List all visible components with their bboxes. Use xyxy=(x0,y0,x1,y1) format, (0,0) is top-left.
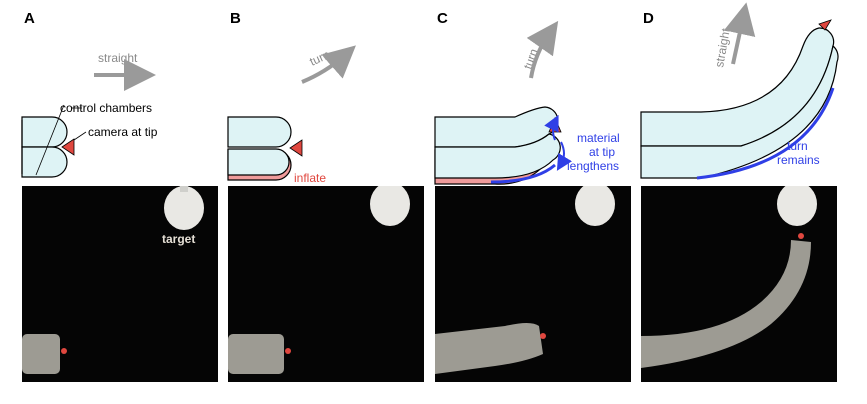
grey-arrow-icon xyxy=(301,45,356,84)
annotation-turn: turn xyxy=(787,139,808,153)
diagram-b: turn inflate xyxy=(227,45,356,185)
control-chamber-lower xyxy=(21,146,68,178)
diagram-d: straight turn remains xyxy=(640,2,839,180)
diagram-a: straight control chambers camera at tip xyxy=(21,51,158,178)
control-chamber-lower xyxy=(640,44,839,179)
photo-c xyxy=(435,186,631,382)
diagram-c: turn material at tip lengthens xyxy=(434,20,620,185)
photo-target-label: target xyxy=(162,232,195,246)
direction-label: straight xyxy=(98,51,138,65)
control-chamber-upper xyxy=(227,116,292,148)
balloon-target-icon xyxy=(370,186,410,226)
panel-label: A xyxy=(24,10,35,27)
balloon-target-icon xyxy=(164,186,204,230)
grey-arrow-icon xyxy=(526,20,559,79)
robot-photo xyxy=(641,240,811,368)
panel-b: B turn inflate xyxy=(227,0,424,404)
annotation-at-tip: at tip xyxy=(589,145,615,159)
annotation-material: material xyxy=(577,131,620,145)
camera-icon xyxy=(818,19,832,31)
balloon-target-icon xyxy=(777,186,817,226)
annotation-lengthens: lengthens xyxy=(567,159,619,173)
balloon-target-icon xyxy=(575,186,615,226)
panel-a: A straight control chambers camera at ti… xyxy=(21,0,218,404)
robot-photo xyxy=(228,334,284,374)
direction-label: straight xyxy=(712,27,733,69)
photo-a: target xyxy=(22,186,218,382)
grey-arrow-icon xyxy=(723,2,756,65)
panel-c: C turn material at tip lengthens xyxy=(434,0,631,404)
control-chamber-lower xyxy=(434,133,561,179)
direction-label: turn xyxy=(307,47,332,68)
panel-label: C xyxy=(437,10,448,27)
camera-icon xyxy=(289,139,303,157)
annotation-inflate: inflate xyxy=(294,171,326,185)
panel-label: B xyxy=(230,10,241,27)
annotation-camera-at-tip: camera at tip xyxy=(88,125,158,139)
annotation-control-chambers: control chambers xyxy=(60,101,152,115)
annotation-remains: remains xyxy=(777,153,820,167)
camera-icon xyxy=(61,138,75,156)
control-chamber-upper xyxy=(21,116,68,148)
panel-d: D straight turn remains xyxy=(640,0,839,404)
robot-photo xyxy=(22,334,60,374)
robot-photo xyxy=(435,323,543,374)
panel-label: D xyxy=(643,10,654,27)
photo-b xyxy=(228,186,424,382)
photo-d xyxy=(641,186,837,382)
